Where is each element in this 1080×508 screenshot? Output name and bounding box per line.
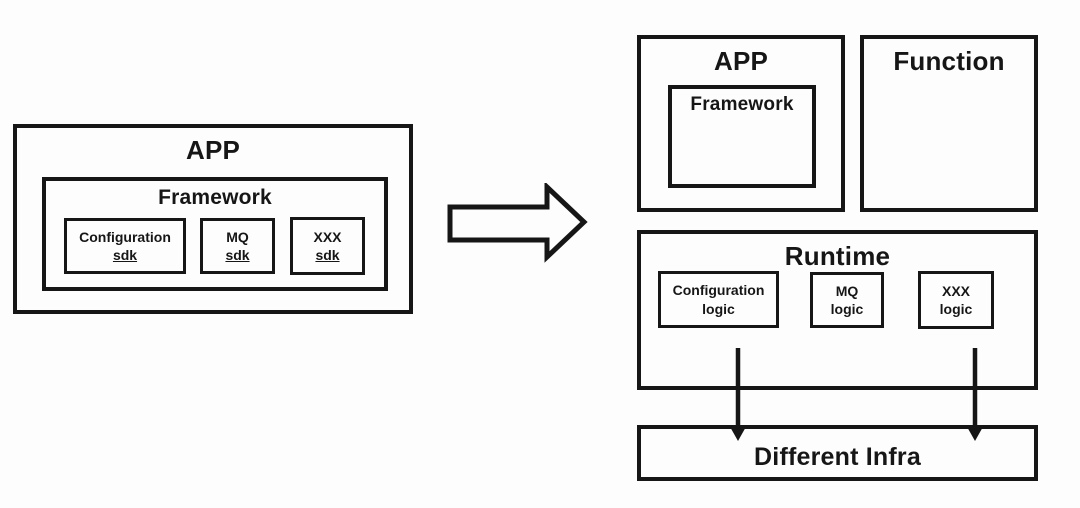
sdk-box-mq: MQ sdk: [200, 218, 275, 274]
logic-box-configuration-name: Configuration: [672, 282, 765, 299]
logic-box-mq-name: MQ: [835, 282, 859, 299]
down-arrow-icon: [729, 348, 747, 441]
function-title: Function: [893, 46, 1005, 76]
left-framework-title: Framework: [158, 186, 272, 209]
logic-box-mq: MQ logic: [810, 272, 884, 328]
logic-box-configuration-suffix: logic: [702, 300, 735, 317]
sdk-box-configuration: Configuration sdk: [64, 218, 186, 274]
transform-arrow-icon: [447, 183, 588, 263]
sdk-box-mq-name: MQ: [226, 228, 249, 245]
logic-box-configuration: Configuration logic: [658, 271, 779, 328]
sdk-box-xxx: XXX sdk: [290, 217, 365, 275]
logic-box-xxx-name: XXX: [941, 282, 970, 299]
left-app-title: APP: [185, 135, 241, 165]
runtime-title: Runtime: [784, 241, 891, 271]
sdk-box-configuration-name: Configuration: [79, 228, 171, 245]
infra-box: Different Infra: [637, 425, 1038, 481]
right-framework-box: Framework: [668, 85, 816, 188]
infra-title: Different Infra: [754, 442, 921, 471]
right-framework-title: Framework: [690, 94, 794, 115]
down-arrow-icon: [966, 348, 984, 441]
sdk-box-configuration-suffix: sdk: [112, 247, 138, 263]
sdk-box-xxx-suffix: sdk: [315, 247, 340, 263]
logic-box-xxx: XXX logic: [918, 271, 994, 329]
sdk-box-xxx-name: XXX: [313, 228, 342, 245]
logic-box-mq-suffix: logic: [830, 301, 864, 317]
right-app-title: APP: [713, 46, 769, 76]
logic-box-xxx-suffix: logic: [939, 301, 973, 317]
sdk-box-mq-suffix: sdk: [225, 247, 250, 263]
function-box: Function: [860, 35, 1038, 212]
